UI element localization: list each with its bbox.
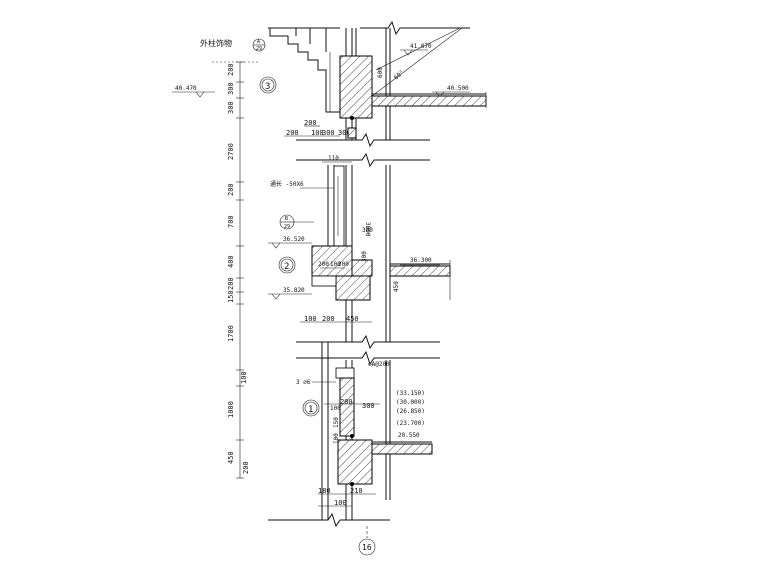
svg-text:40.500: 40.500 bbox=[447, 85, 469, 92]
svg-text:20.550: 20.550 bbox=[398, 432, 420, 439]
dim-left-11: 100 bbox=[240, 371, 248, 384]
svg-text:100: 100 bbox=[330, 261, 341, 268]
dim-left-14: 200 bbox=[242, 461, 250, 474]
top-horizontal-dims: 200 200 100 300 300 bbox=[284, 119, 357, 139]
svg-text:100: 100 bbox=[304, 315, 317, 323]
elevation-41070: 41.070 bbox=[400, 43, 432, 56]
svg-text:41.070: 41.070 bbox=[410, 43, 432, 50]
dim-left-2: 300 bbox=[227, 82, 235, 95]
svg-text:B: B bbox=[285, 216, 288, 222]
svg-text:200: 200 bbox=[318, 261, 329, 268]
svg-text:300: 300 bbox=[322, 129, 335, 137]
svg-text:450: 450 bbox=[393, 281, 400, 292]
svg-text:600: 600 bbox=[377, 67, 384, 78]
mid-steel-plate: 110 通长 -50X6 3000 300 bbox=[270, 155, 373, 247]
svg-text:A: A bbox=[257, 39, 260, 45]
svg-text:(23.700): (23.700) bbox=[396, 420, 425, 427]
svg-text:180: 180 bbox=[318, 487, 331, 495]
elevation-40500: 40.500 bbox=[432, 85, 470, 98]
lower-horizontal-dims: 100 200 450 bbox=[300, 315, 372, 323]
svg-text:200: 200 bbox=[286, 129, 299, 137]
svg-text:110: 110 bbox=[328, 155, 339, 162]
svg-text:200: 200 bbox=[338, 261, 349, 268]
svg-text:3: 3 bbox=[265, 82, 270, 92]
break-lines bbox=[268, 20, 470, 528]
svg-text:2: 2 bbox=[284, 262, 289, 272]
svg-text:210: 210 bbox=[350, 487, 363, 495]
svg-text:150: 150 bbox=[333, 417, 340, 428]
zone-marker-2: 2 bbox=[278, 256, 296, 274]
dim-left-5: 200 bbox=[227, 183, 235, 196]
svg-text:1: 1 bbox=[308, 405, 313, 415]
mid-cornice-section: 200 100 200 300 450 bbox=[311, 245, 451, 301]
callout-top: A 29 bbox=[252, 38, 266, 52]
bottom-horizontal-dims: 180 210 100 bbox=[318, 487, 376, 507]
dim-left-12: 1000 bbox=[227, 401, 235, 418]
svg-text:100: 100 bbox=[311, 129, 324, 137]
zone-marker-3: 3 bbox=[259, 76, 277, 94]
axis-marker-16: 16 bbox=[358, 526, 376, 556]
dim-left-6: 700 bbox=[227, 215, 235, 228]
svg-text:200: 200 bbox=[322, 315, 335, 323]
svg-text:200: 200 bbox=[304, 119, 317, 127]
left-dimension-chain: 200 300 300 2700 200 700 400 200 150 170… bbox=[212, 61, 260, 479]
top-stepped-cornice bbox=[268, 27, 346, 113]
svg-text:(33.150): (33.150) bbox=[396, 390, 425, 397]
dim-left-9: 150 bbox=[227, 290, 235, 303]
floor-level-list: (33.150) (30.000) (26.850) (23.700) bbox=[396, 390, 425, 427]
dim-left-10: 1700 bbox=[227, 325, 235, 342]
svg-text:40.470: 40.470 bbox=[175, 85, 197, 92]
svg-text:100: 100 bbox=[330, 405, 341, 412]
svg-text:3000: 3000 bbox=[364, 222, 371, 237]
svg-text:通长 -50X6: 通长 -50X6 bbox=[270, 180, 304, 188]
svg-text:300: 300 bbox=[361, 251, 368, 262]
top-beam-section: 60° 600 bbox=[339, 27, 487, 120]
svg-text:300: 300 bbox=[338, 129, 351, 137]
dim-left-4: 2700 bbox=[227, 143, 235, 160]
svg-text:(26.850): (26.850) bbox=[396, 408, 425, 415]
elevation-36520: 36.520 bbox=[268, 236, 312, 249]
svg-text:36.520: 36.520 bbox=[283, 236, 305, 243]
svg-text:29: 29 bbox=[284, 224, 290, 230]
dim-left-8: 200 bbox=[227, 277, 235, 290]
dim-left-1: 200 bbox=[227, 63, 235, 76]
svg-text:35.820: 35.820 bbox=[283, 287, 305, 294]
svg-text:200: 200 bbox=[340, 398, 353, 406]
svg-text:29: 29 bbox=[256, 46, 262, 52]
svg-text:60°: 60° bbox=[393, 69, 406, 81]
dim-left-3: 300 bbox=[227, 101, 235, 114]
elevation-35820: 35.820 bbox=[268, 287, 312, 300]
bottom-sill-section: ⌀A@200 3 ⌀6 100 200 300 150 100 bbox=[296, 361, 433, 486]
svg-text:3 ⌀6: 3 ⌀6 bbox=[296, 379, 311, 386]
title-label: 外柱饰物 bbox=[200, 38, 232, 48]
svg-text:100: 100 bbox=[334, 499, 347, 507]
svg-text:450: 450 bbox=[346, 315, 359, 323]
elevation-40470: 40.470 bbox=[172, 85, 215, 98]
svg-text:36.300: 36.300 bbox=[410, 257, 432, 264]
svg-text:16: 16 bbox=[362, 543, 372, 552]
svg-text:300: 300 bbox=[362, 402, 375, 410]
zone-marker-1: 1 bbox=[302, 399, 320, 417]
dim-left-13: 450 bbox=[227, 451, 235, 464]
svg-text:⌀A@200: ⌀A@200 bbox=[368, 361, 390, 368]
svg-text:100: 100 bbox=[333, 433, 340, 444]
dim-left-7: 400 bbox=[227, 255, 235, 268]
svg-text:300: 300 bbox=[362, 227, 373, 234]
svg-text:(30.000): (30.000) bbox=[396, 399, 425, 406]
callout-mid: B 29 bbox=[279, 214, 314, 230]
